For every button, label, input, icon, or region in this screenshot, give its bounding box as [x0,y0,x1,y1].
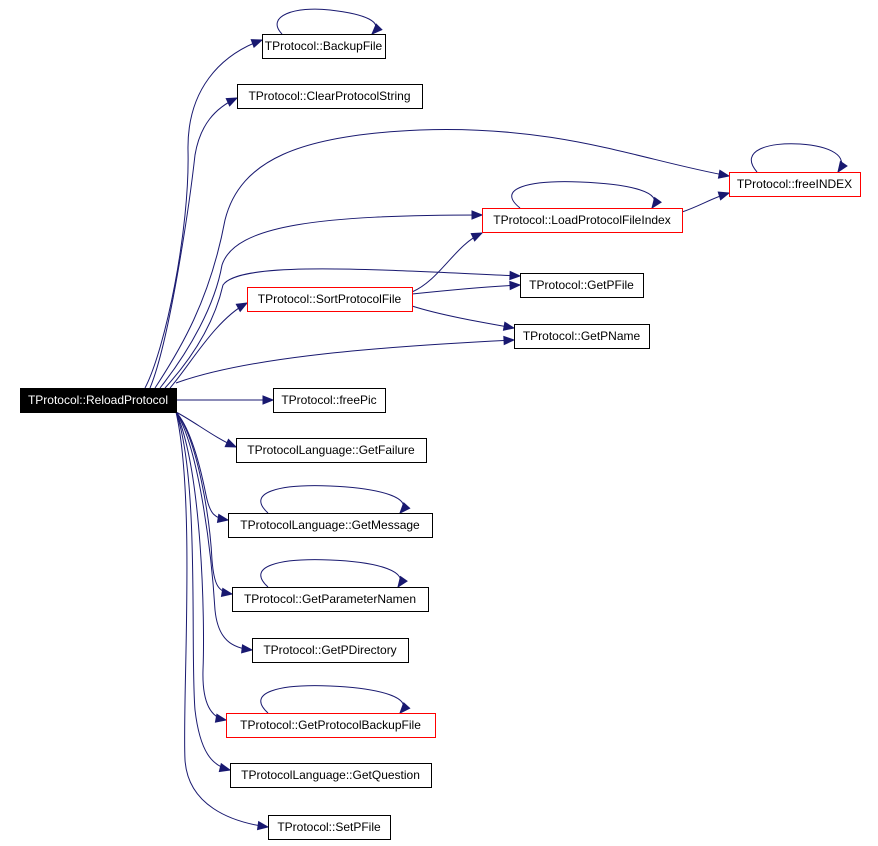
node-box-freepic [273,388,386,413]
node-setpfile[interactable]: TProtocol::SetPFile [268,815,391,840]
node-box-backup [262,34,386,59]
arrowhead-loadindex-to-loadindex [651,196,662,210]
node-box-setpfile [268,815,391,840]
node-clear[interactable]: TProtocol::ClearProtocolString [237,84,423,109]
arrowhead-getmessage-to-getmessage [399,502,411,515]
edge-backup-to-backup [276,8,377,35]
node-getpdir[interactable]: TProtocol::GetPDirectory [252,638,409,663]
node-label-getfailure: TProtocolLanguage::GetFailure [247,443,415,457]
node-label-getmessage: TProtocolLanguage::GetMessage [240,518,420,532]
edge-reload-to-getpdir [175,411,253,651]
node-label-getpdir: TProtocol::GetPDirectory [263,643,396,657]
arrowhead-reload-to-sort [235,302,249,313]
arrowhead-reload-to-getbackup [214,713,228,723]
arrowhead-getparam-to-getparam [397,575,408,589]
node-getpfile[interactable]: TProtocol::GetPFile [520,273,644,298]
node-backup[interactable]: TProtocol::BackupFile [262,34,386,59]
node-label-freeindex: TProtocol::freeINDEX [737,177,852,191]
node-getquestion[interactable]: TProtocolLanguage::GetQuestion [230,763,432,788]
node-loadindex[interactable]: TProtocol::LoadProtocolFileIndex [482,208,683,233]
node-label-loadindex: TProtocol::LoadProtocolFileIndex [493,213,670,227]
arrowhead-getbackup-to-getbackup [399,702,411,715]
arrowhead-reload-to-freeindex [717,169,731,179]
arrowhead-sort-to-loadindex [470,232,484,242]
edge-reload-to-clear [149,97,238,389]
arrowhead-reload-to-clear [225,97,239,107]
node-freeindex[interactable]: TProtocol::freeINDEX [729,172,861,197]
edges-layer [144,8,848,831]
arrowhead-reload-to-getmessage [216,513,230,523]
edge-reload-to-getmessage [175,411,229,521]
node-label-backup: TProtocol::BackupFile [265,39,383,53]
edge-getparam-to-getparam [260,559,402,588]
edge-reload-to-getpname [175,339,515,384]
node-box-getpfile [520,273,644,298]
arrowhead-reload-to-setpfile [256,820,270,831]
arrowhead-reload-to-getparam [220,587,234,597]
node-label-clear: TProtocol::ClearProtocolString [248,89,410,103]
node-box-getquestion [230,763,432,788]
node-getpname[interactable]: TProtocol::GetPName [514,324,650,349]
edge-sort-to-getpname [411,305,515,329]
node-box-getfailure [236,438,427,463]
node-box-loadindex [482,208,683,233]
node-sort[interactable]: TProtocol::SortProtocolFile [247,287,413,312]
arrowhead-reload-to-getpname [503,335,516,346]
edge-reload-to-getquestion [175,411,231,771]
node-label-getbackup: TProtocol::GetProtocolBackupFile [240,718,421,732]
node-label-freepic: TProtocol::freePic [281,393,376,407]
arrowhead-reload-to-getquestion [218,762,232,773]
node-getmessage[interactable]: TProtocolLanguage::GetMessage [228,513,433,538]
arrowhead-reload-to-freepic [262,395,275,405]
nodes-layer: TProtocol::ReloadProtocol TProtocol::Back… [20,34,861,840]
node-box-clear [237,84,423,109]
edge-sort-to-loadindex [411,232,483,293]
arrowhead-sort-to-getpfile [509,280,522,291]
edge-freeindex-to-freeindex [750,143,842,173]
node-box-getpname [514,324,650,349]
arrowhead-freeindex-to-freeindex [837,160,848,174]
node-box-getparam [232,587,429,612]
node-box-reload [20,388,177,413]
arrowhead-backup-to-backup [371,23,383,35]
edge-reload-to-getbackup [175,411,227,721]
node-getbackup[interactable]: TProtocol::GetProtocolBackupFile [226,713,436,738]
node-label-getpfile: TProtocol::GetPFile [529,278,634,292]
arrowhead-reload-to-getfailure [224,438,238,448]
arrowhead-loadindex-to-freeindex [717,191,731,201]
edge-reload-to-setpfile [175,411,269,828]
edge-reload-to-backup [144,39,263,389]
node-getfailure[interactable]: TProtocolLanguage::GetFailure [236,438,427,463]
node-box-freeindex [729,172,861,197]
node-reload[interactable]: TProtocol::ReloadProtocol [20,388,177,413]
node-box-getbackup [226,713,436,738]
edge-reload-to-loadindex [159,214,483,389]
arrowhead-sort-to-getpname [502,321,516,331]
node-label-setpfile: TProtocol::SetPFile [277,820,381,834]
node-label-sort: TProtocol::SortProtocolFile [258,292,402,306]
edge-reload-to-freeindex [154,129,730,389]
edge-getmessage-to-getmessage [260,485,404,514]
node-label-getpname: TProtocol::GetPName [523,329,641,343]
edge-loadindex-to-loadindex [511,181,656,209]
edge-getbackup-to-getbackup [260,685,404,714]
node-label-getquestion: TProtocolLanguage::GetQuestion [241,768,420,782]
arrowhead-reload-to-getpfile [509,270,522,281]
arrowhead-reload-to-loadindex [471,210,484,220]
node-box-getmessage [228,513,433,538]
edge-reload-to-sort [169,302,248,389]
arrowhead-reload-to-backup [250,39,264,49]
node-getparam[interactable]: TProtocol::GetParameterNamen [232,587,429,612]
node-label-reload: TProtocol::ReloadProtocol [28,393,168,407]
edge-reload-to-getpfile [164,268,521,389]
node-freepic[interactable]: TProtocol::freePic [273,388,386,413]
arrowhead-reload-to-getpdir [241,644,254,654]
edge-sort-to-getpfile [411,284,521,295]
node-box-getpdir [252,638,409,663]
edge-reload-to-getparam [175,411,233,595]
node-label-getparam: TProtocol::GetParameterNamen [244,592,416,606]
node-box-sort [247,287,413,312]
